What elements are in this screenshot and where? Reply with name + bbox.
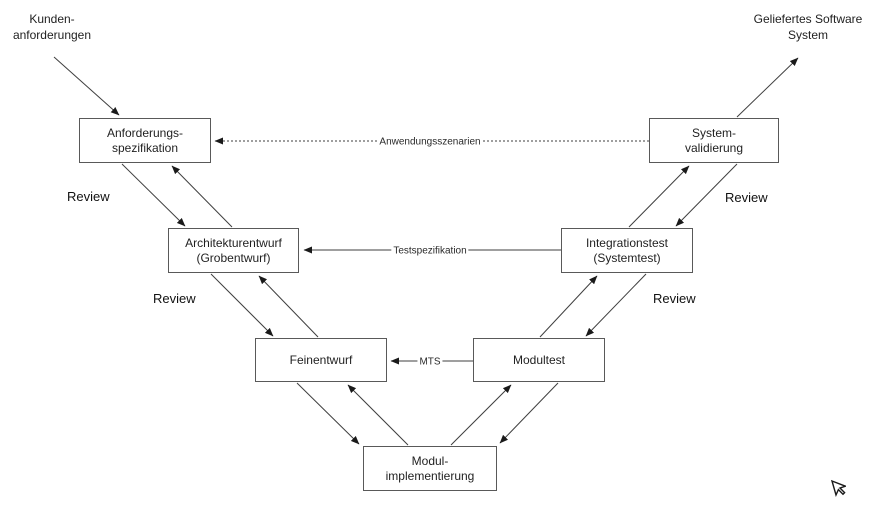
node-systemvalidierung-label: System- validierung: [684, 125, 744, 155]
review-label-left-top: Review: [67, 189, 110, 204]
delivered-software-label: Geliefertes Software System: [740, 11, 876, 43]
node-modultest: Modultest: [473, 338, 605, 382]
node-modulimplementierung: Modul- implementierung: [363, 446, 497, 491]
node-architekturentwurf: Architekturentwurf (Grobentwurf): [168, 228, 299, 273]
delivered-software-text: Geliefertes Software System: [753, 12, 863, 42]
review-label-right-top: Review: [725, 190, 768, 205]
mouse-cursor-icon: [830, 479, 846, 498]
review-label-right-bottom: Review: [653, 291, 696, 306]
node-architekturentwurf-label: Architekturentwurf (Grobentwurf): [185, 235, 282, 265]
customer-requirements-text: Kunden- anforderungen: [12, 12, 92, 42]
edge-label-anwendungsszenarien: Anwendungsszenarien: [377, 136, 483, 148]
edge-label-testspezifikation: Testspezifikation: [391, 245, 469, 257]
customer-requirements-label: Kunden- anforderungen: [1, 11, 103, 43]
node-integrationstest: Integrationstest (Systemtest): [561, 228, 693, 273]
node-modulimplementierung-label: Modul- implementierung: [385, 453, 475, 483]
edge-label-mts: MTS: [417, 356, 443, 368]
node-integrationstest-label: Integrationstest (Systemtest): [585, 235, 669, 265]
node-modultest-label: Modultest: [512, 352, 566, 367]
node-systemvalidierung: System- validierung: [649, 118, 779, 163]
node-anforderungsspezifikation: Anforderungs- spezifikation: [79, 118, 211, 163]
node-anforderungsspezifikation-label: Anforderungs- spezifikation: [106, 125, 184, 155]
node-feinentwurf-label: Feinentwurf: [289, 352, 353, 367]
node-feinentwurf: Feinentwurf: [255, 338, 387, 382]
review-label-left-bottom: Review: [153, 291, 196, 306]
